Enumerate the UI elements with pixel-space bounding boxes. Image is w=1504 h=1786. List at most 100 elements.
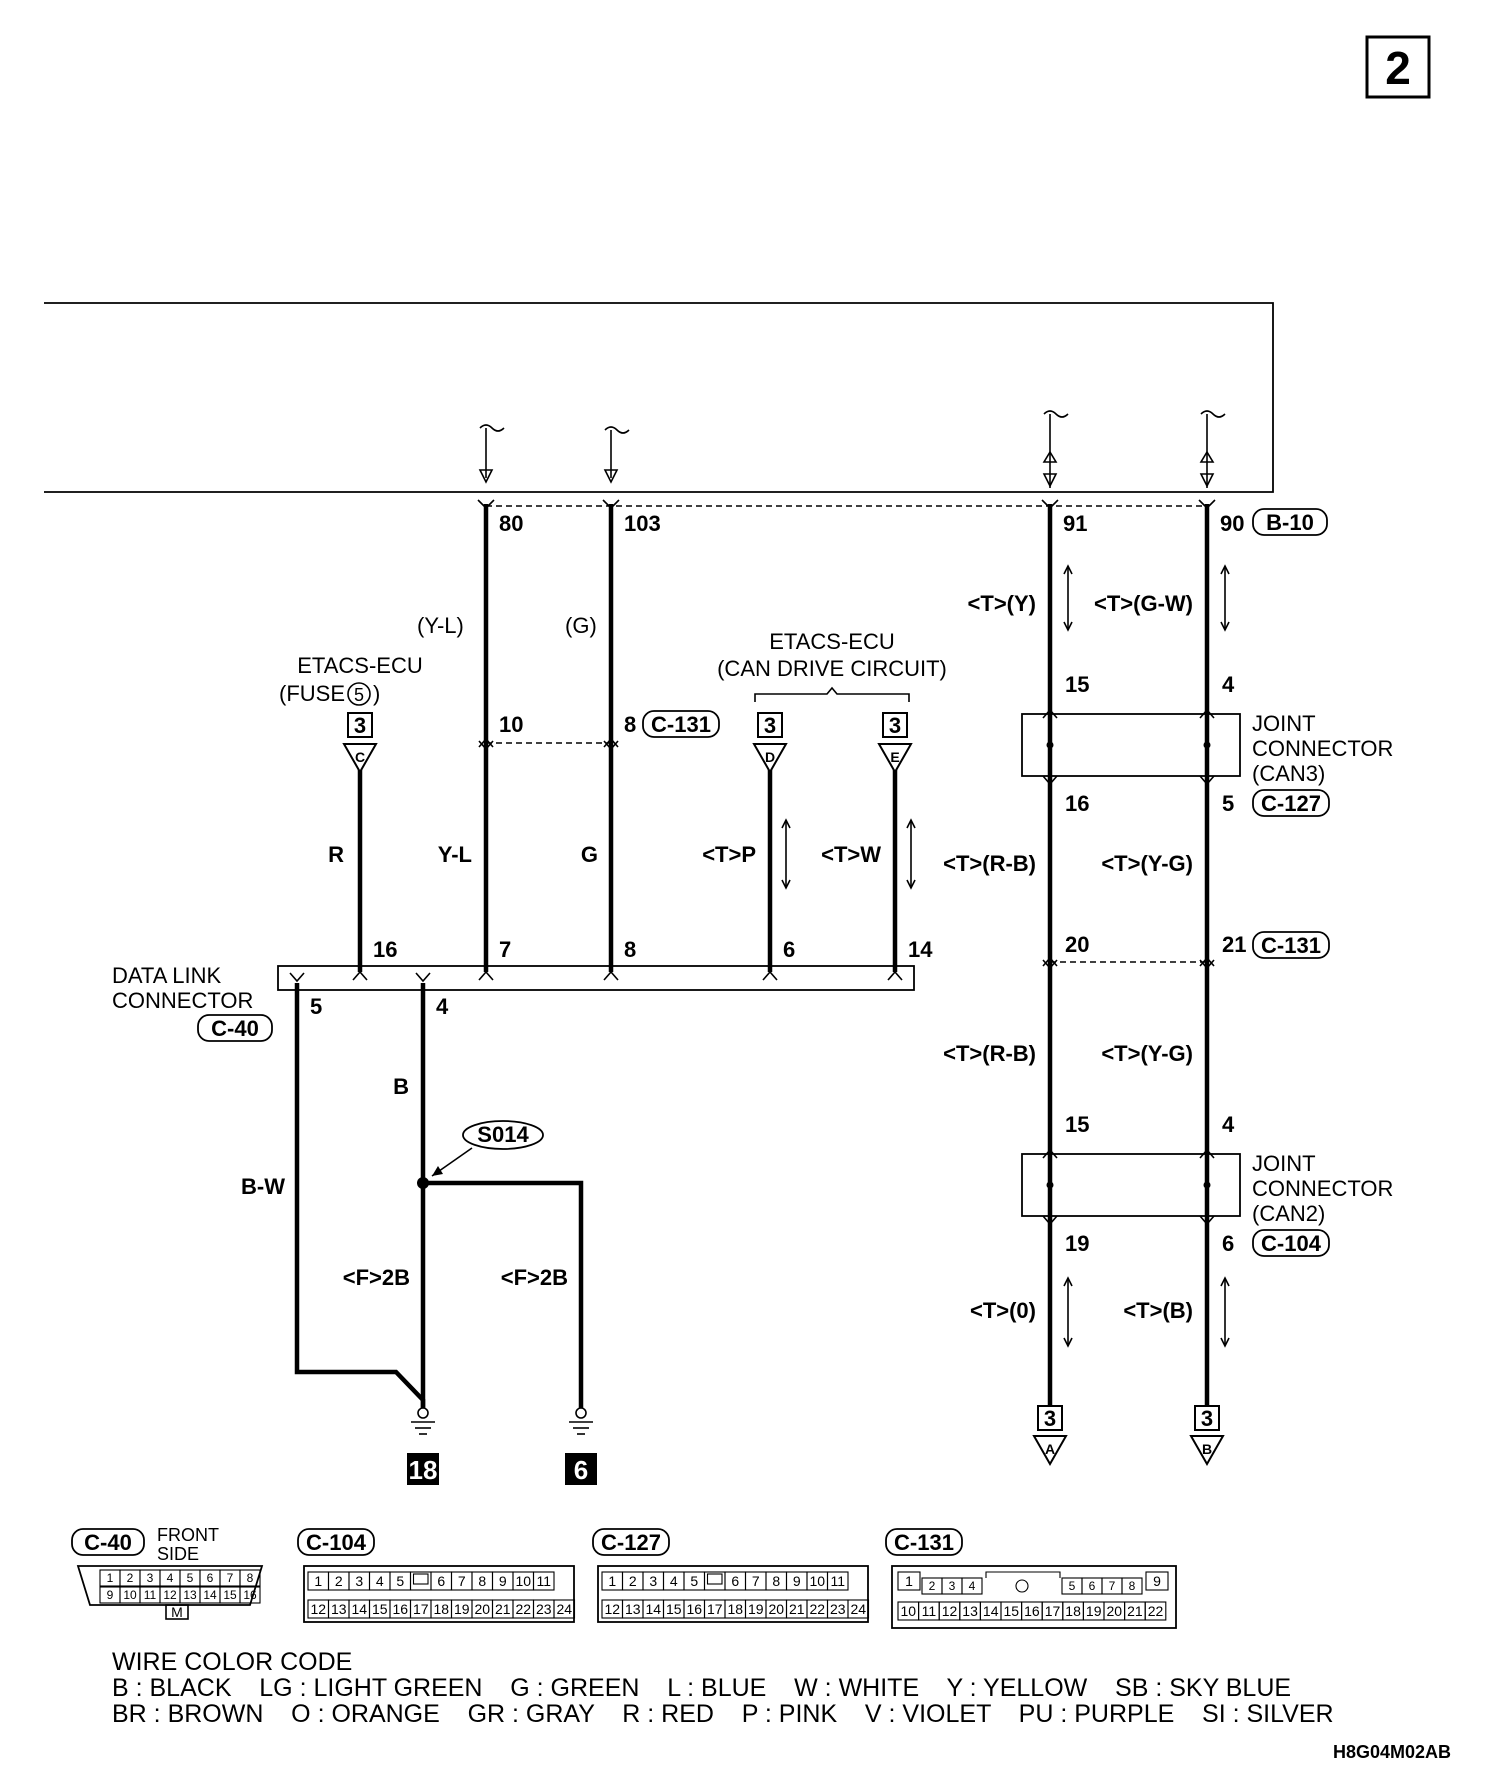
c127-pin-3: 3 [649, 1573, 657, 1589]
c104-cell [532, 1571, 555, 1591]
dlc-pin-8: 8 [624, 937, 636, 962]
joint-can2-line3: (CAN2) [1252, 1201, 1325, 1226]
wire-label-tw: <T>W [821, 842, 881, 867]
c104-pin-15: 15 [372, 1601, 388, 1617]
c40-pin-9: 9 [107, 1588, 114, 1602]
wire-label-f2b-2: <F>2B [501, 1265, 568, 1290]
ref-tag-c: 3 C [342, 712, 378, 775]
c104-pin-1: 1 [314, 1573, 322, 1589]
wire-label-ty: <T>(Y) [968, 591, 1036, 616]
c40-pin-10: 10 [123, 1588, 137, 1602]
connector-b10-label: B-10 [1266, 510, 1314, 535]
c127-pin-9: 9 [793, 1573, 801, 1589]
wire-label-tgw: <T>(G-W) [1094, 591, 1193, 616]
splice-s014-tag [462, 1120, 544, 1150]
c131-pin-21: 21 [1222, 932, 1246, 957]
pin-91-label: 91 [1063, 511, 1087, 536]
c104-pin-24: 24 [556, 1601, 572, 1617]
c40-pin-14: 14 [203, 1588, 217, 1602]
c131-pin-12: 12 [942, 1603, 958, 1619]
c104-pin-9: 9 [499, 1573, 507, 1589]
wire-label-trb-1: <T>(R-B) [943, 851, 1036, 876]
c131-latch [985, 1571, 1061, 1578]
svg-text:3: 3 [764, 713, 776, 738]
c40-cell [239, 1586, 261, 1604]
c131-pin-10: 10 [499, 712, 523, 737]
c127-pin-12: 12 [604, 1601, 620, 1617]
connector-c104-tag [1252, 1229, 1330, 1257]
dlc-pin-14: 14 [908, 937, 933, 962]
pin-80-label: 80 [499, 511, 523, 536]
c131-pin-18: 18 [1065, 1603, 1081, 1619]
c131-mid-markers [1042, 956, 1215, 970]
c131-pin-16: 16 [1024, 1603, 1040, 1619]
connector-b10-tag [1252, 508, 1328, 536]
connector-c131-tag-upper [642, 710, 720, 738]
c127-pin-20: 20 [768, 1601, 784, 1617]
view-c40-label: C-40 [84, 1530, 132, 1555]
wire-label-tp: <T>P [702, 842, 756, 867]
c127-key [706, 1573, 723, 1585]
c40-pin-11: 11 [144, 1588, 157, 1602]
c104-pin-6: 6 [437, 1573, 445, 1589]
c131-pin-20: 20 [1065, 932, 1089, 957]
c131-pin-3: 3 [949, 1579, 956, 1593]
ground-number-18: 18 [409, 1455, 438, 1485]
wire-label-trb-2: <T>(R-B) [943, 1041, 1036, 1066]
c104-pin-4: 4 [376, 1573, 384, 1589]
c127-pin-23: 23 [830, 1601, 846, 1617]
c127-pin-1: 1 [608, 1573, 616, 1589]
dlc-pin-6: 6 [783, 937, 795, 962]
c131-cell [1121, 1577, 1143, 1595]
dlc-pin-5: 5 [310, 994, 322, 1019]
c131-pin-11: 11 [922, 1603, 937, 1619]
c104-pin-13: 13 [331, 1601, 347, 1617]
joint-can2-line1: JOINT [1252, 1151, 1316, 1176]
c127-pin-15: 15 [666, 1601, 682, 1617]
dlc-pin-16: 16 [373, 937, 397, 962]
view-c131-outline [891, 1565, 1177, 1629]
c40-pin-2: 2 [127, 1571, 134, 1585]
joint-connector-can3-box [1021, 713, 1241, 777]
c131-pin-13: 13 [962, 1603, 978, 1619]
c131-pin-8: 8 [624, 712, 636, 737]
c127-pin-16: 16 [686, 1601, 702, 1617]
connector-c131-label-upper: C-131 [651, 712, 711, 737]
view-c127-tag [592, 1528, 670, 1556]
wire-label-r: R [328, 842, 344, 867]
joint-can3-line1: JOINT [1252, 711, 1316, 736]
c104-key [412, 1573, 429, 1585]
c131-pin-22: 22 [1148, 1603, 1164, 1619]
c40-pin-4: 4 [167, 1571, 174, 1585]
view-c40-side: SIDE [157, 1544, 199, 1564]
can2-pin-15: 15 [1065, 1112, 1089, 1137]
can3-pin-4: 4 [1222, 672, 1235, 697]
wire-label-f2b-1: <F>2B [343, 1265, 410, 1290]
svg-text:3: 3 [354, 713, 366, 738]
c104-pin-17: 17 [413, 1601, 429, 1617]
c127-pin-19: 19 [748, 1601, 764, 1617]
c127-pin-10: 10 [809, 1573, 825, 1589]
c104-pin-3: 3 [355, 1573, 363, 1589]
page-number: 2 [1385, 42, 1411, 94]
connector-c131-tag-mid [1252, 931, 1330, 959]
c104-pin-11: 11 [536, 1573, 551, 1589]
ref-tag-e: 3 E [877, 712, 913, 775]
ecu-pin-markers [477, 499, 1216, 510]
c127-pin-7: 7 [752, 1573, 760, 1589]
etacs-fuse-sub-b: ) [373, 681, 380, 706]
ref-tag-b: 3 B [1189, 1405, 1225, 1467]
joint-can3-line2: CONNECTOR [1252, 736, 1393, 761]
can3-pin-15: 15 [1065, 672, 1089, 697]
ground-symbol-6 [569, 1407, 593, 1435]
c40-pin-12: 12 [163, 1588, 177, 1602]
c127-cell [847, 1599, 870, 1619]
view-c104-label: C-104 [306, 1530, 367, 1555]
svg-text:E: E [890, 749, 899, 765]
c104-pin-10: 10 [515, 1573, 531, 1589]
c104-pin-8: 8 [478, 1573, 486, 1589]
can2-pin-19: 19 [1065, 1231, 1089, 1256]
c127-pin-18: 18 [727, 1601, 743, 1617]
